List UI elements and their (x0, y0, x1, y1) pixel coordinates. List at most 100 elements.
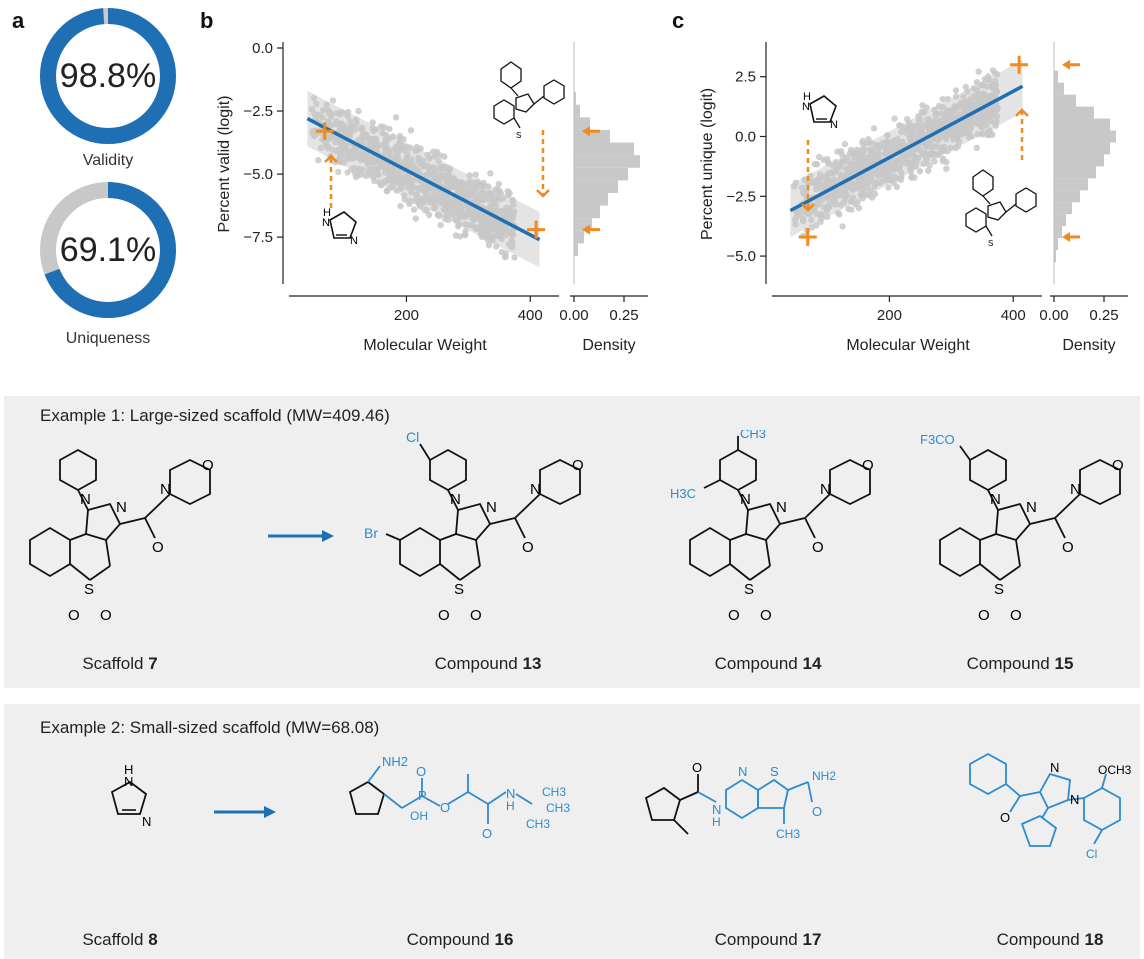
valid-point (382, 136, 389, 143)
valid-point (439, 194, 446, 202)
valid-density-x-tick-label: 0.00 (560, 307, 589, 324)
valid-density-bar (574, 155, 640, 168)
unique-point (906, 152, 913, 159)
unique-point (916, 168, 924, 175)
valid-x-label: Molecular Weight (363, 337, 487, 354)
scaffold7-o3: O (68, 607, 80, 624)
validity-donut: 98.8% (38, 6, 178, 146)
unique-point (890, 179, 897, 187)
unique-point (929, 144, 936, 152)
unique-density-bar (1054, 214, 1066, 227)
imidazole-inset-c: H N N (802, 91, 838, 131)
compound16-nh2: NH2 (382, 754, 408, 769)
compound16-o3: O (482, 826, 492, 841)
compound16-h: H (506, 799, 515, 813)
valid-point (442, 215, 449, 223)
unique-point (907, 165, 914, 172)
valid-y-tick-label: −2.5 (243, 103, 273, 120)
valid-point (362, 172, 370, 179)
valid-point (338, 120, 345, 127)
unique-point (849, 165, 856, 172)
unique-point (957, 100, 964, 107)
compound13-o4: O (470, 607, 482, 624)
compound16-structure: NH2 O P OH O O N H CH3 CH3 CH3 (348, 754, 570, 841)
unique-point (923, 104, 930, 111)
valid-point (486, 228, 493, 235)
unique-point (798, 184, 805, 191)
valid-point (338, 141, 345, 148)
unique-point (939, 157, 947, 165)
valid-point (399, 176, 406, 184)
valid-point (337, 158, 344, 166)
compound16-o1: O (416, 764, 426, 779)
compound14-o2: O (812, 539, 824, 556)
unique-point (844, 157, 851, 164)
unique-point (882, 174, 889, 181)
uniqueness-donut-chart (40, 182, 176, 318)
valid-point (332, 139, 339, 146)
unique-small-arrow-head (801, 203, 815, 212)
valid-point (430, 170, 437, 177)
unique-point (845, 205, 852, 213)
scaffold7-s: S (84, 581, 94, 598)
valid-point (457, 203, 464, 210)
unique-point (939, 143, 947, 150)
valid-point (430, 204, 438, 212)
imidazole-b-h: H (323, 207, 331, 219)
unique-density-bar (1054, 190, 1080, 203)
compound18-cl: Cl (1086, 847, 1097, 861)
unique-point (791, 216, 799, 223)
valid-point (495, 187, 503, 194)
example1-arrow-head (322, 530, 334, 542)
unique-point (849, 194, 857, 201)
valid-point (495, 180, 502, 188)
scaffold8-n1: N (124, 774, 133, 789)
valid-point (359, 151, 366, 158)
valid-point (467, 184, 475, 191)
unique-point (846, 183, 853, 191)
unique-point (904, 126, 911, 133)
imidazole-inset-b: H N N (322, 207, 358, 247)
scaffold7-o1: O (202, 457, 214, 474)
compound18-n2: N (1070, 792, 1079, 807)
uniqueness-donut: 69.1% (38, 180, 178, 320)
compound16-ch3-b: CH3 (546, 801, 570, 815)
unique-point (973, 144, 980, 151)
scaffold7-b-s: S (516, 131, 521, 140)
unique-point (992, 82, 999, 89)
valid-point (353, 120, 360, 127)
valid-point (344, 147, 352, 155)
unique-point (926, 162, 933, 169)
valid-point (388, 178, 396, 186)
example1-structures: N N N O O S O O Cl Br N N N O O S O O (29, 430, 1124, 624)
valid-point (386, 125, 393, 133)
compound13-cl: Cl (406, 430, 419, 445)
unique-point (810, 206, 817, 213)
unique-point (899, 139, 906, 146)
valid-point (315, 157, 322, 164)
scaffold8-caption: Scaffold 8 (82, 930, 158, 949)
unique-density-bar (1054, 142, 1110, 155)
valid-point (324, 136, 332, 143)
compound14-n1: N (740, 491, 751, 508)
compound14-o3: O (728, 607, 740, 624)
unique-point (884, 149, 891, 156)
unique-y-tick-label: −5.0 (726, 248, 756, 265)
unique-density-x-tick-label: 0.00 (1040, 307, 1069, 324)
valid-point (335, 168, 342, 176)
unique-point (838, 186, 845, 193)
unique-point (960, 130, 967, 137)
valid-point (365, 160, 372, 167)
valid-point (468, 222, 475, 229)
valid-point (435, 211, 442, 218)
example2-band (4, 704, 1140, 959)
compound17-n: N (712, 802, 721, 817)
unique-point (858, 190, 865, 197)
unique-point (937, 134, 944, 141)
unique-point (923, 143, 930, 150)
unique-density-bar (1054, 238, 1058, 251)
unique-point (952, 144, 959, 152)
valid-point (420, 195, 427, 202)
unique-x-tick-label: 400 (1001, 307, 1026, 324)
